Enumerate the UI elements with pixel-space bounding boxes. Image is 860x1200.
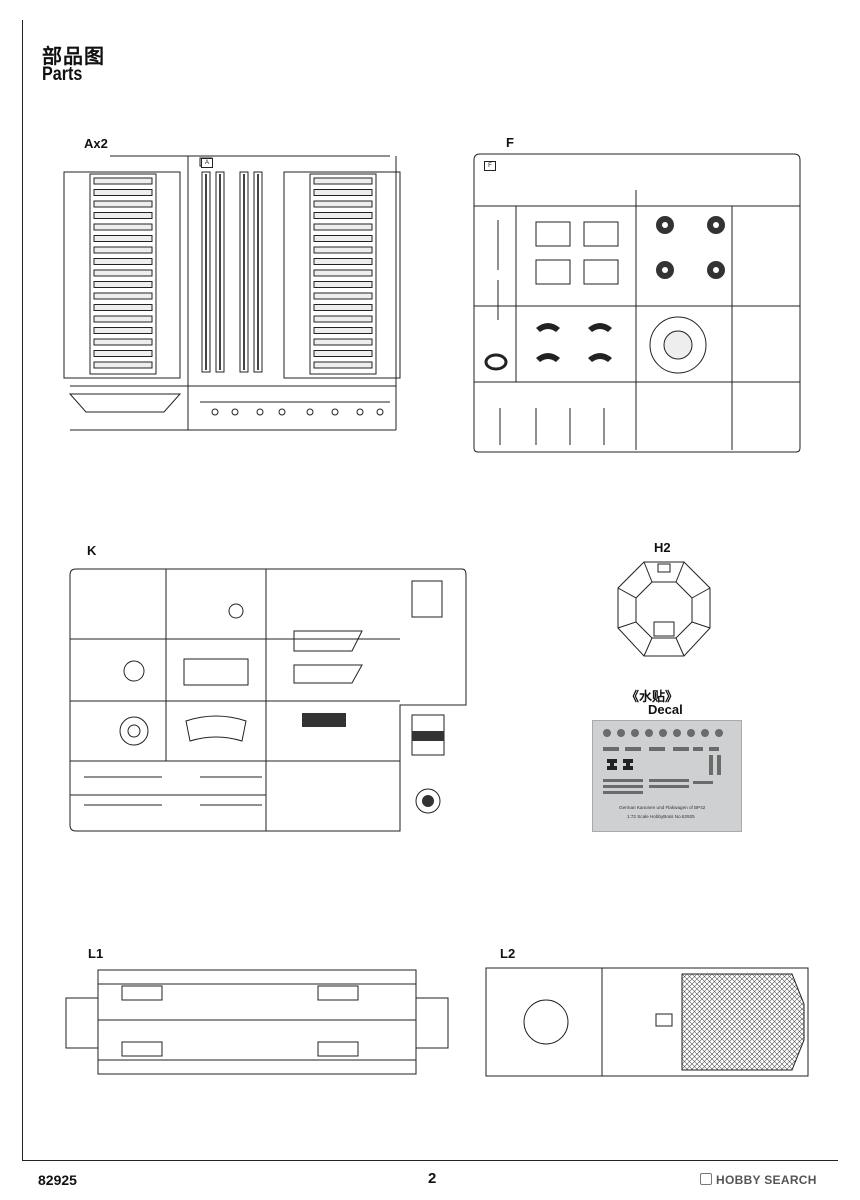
- track-slat: [313, 200, 373, 208]
- track-slat: [313, 246, 373, 254]
- decal-markings: [603, 729, 723, 794]
- track-slat: [313, 315, 373, 323]
- sprue-a-drawing: [63, 155, 401, 431]
- decal-sheet: German Kanonen und Flakwagen of BP42 1:7…: [592, 720, 742, 832]
- track-slat: [93, 315, 153, 323]
- track-slat: [93, 338, 153, 346]
- track-slat: [93, 327, 153, 334]
- decal-text-title: German Kanonen und Flakwagen of BP42: [619, 805, 706, 810]
- decal-label-en: Decal: [648, 702, 683, 717]
- track-slat: [313, 338, 373, 346]
- track-slat: [313, 327, 373, 334]
- sprue-h2-label: H2: [654, 540, 671, 555]
- track-slat: [93, 212, 153, 219]
- part-h2-drawing: [617, 561, 711, 657]
- track-slat: [313, 177, 373, 185]
- track-slat: [93, 177, 153, 185]
- sprue-a-label: Ax2: [84, 136, 108, 151]
- page-number: 2: [428, 1170, 437, 1187]
- page-title-en: Parts: [42, 64, 83, 85]
- part-l1-drawing: [65, 969, 449, 1075]
- track-slat: [313, 212, 373, 219]
- track-slat: [313, 281, 373, 288]
- decal-label-cn: 《水贴》: [626, 689, 679, 704]
- track-slat: [93, 361, 153, 369]
- track-slat: [313, 350, 373, 357]
- part-l2-label: L2: [500, 946, 516, 961]
- track-slat: [93, 350, 153, 357]
- track-slat: [313, 235, 373, 242]
- part-l1-label: L1: [88, 946, 104, 961]
- track-slat: [93, 269, 153, 277]
- left-border-line: [22, 20, 23, 1160]
- bottom-border-line: [22, 1160, 838, 1161]
- track-slat: [313, 361, 373, 369]
- sprue-k-label: K: [87, 543, 97, 558]
- track-slat: [93, 258, 153, 265]
- track-slat: [93, 304, 153, 311]
- track-slat: [313, 269, 373, 277]
- track-slat: [93, 200, 153, 208]
- track-slat: [93, 189, 153, 196]
- track-slat: [93, 292, 153, 300]
- track-slat: [93, 235, 153, 242]
- sprue-a-tag: A: [201, 158, 213, 168]
- watermark: HOBBY SEARCH: [700, 1173, 817, 1187]
- product-code: 82925: [38, 1172, 77, 1188]
- part-l2-drawing: [485, 967, 809, 1077]
- watermark-text: HOBBY SEARCH: [716, 1173, 817, 1187]
- track-slat: [313, 223, 373, 231]
- track-slat: [313, 292, 373, 300]
- sprue-f-label: F: [506, 135, 514, 150]
- track-slat: [313, 189, 373, 196]
- track-slat: [313, 258, 373, 265]
- track-slat: [93, 281, 153, 288]
- sprue-k-drawing: [69, 568, 467, 832]
- track-slat: [93, 246, 153, 254]
- hobby-search-logo-icon: [700, 1173, 712, 1185]
- page-title-cn: 部品图: [42, 44, 105, 68]
- track-slat: [313, 304, 373, 311]
- track-slat: [93, 223, 153, 231]
- decal-text-scale: 1:72 Scale HobbyBoss No.82925: [627, 814, 695, 819]
- sprue-f-drawing: [473, 153, 801, 453]
- sprue-f-tag: F: [484, 161, 496, 171]
